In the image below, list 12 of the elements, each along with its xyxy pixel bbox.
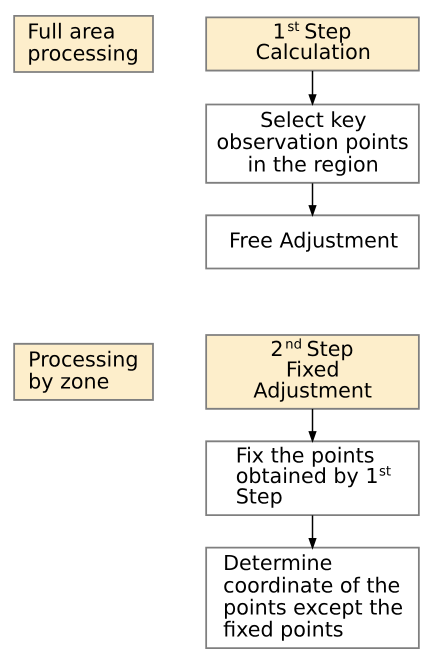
node-box: Full area processing: [13, 14, 154, 72]
node-box: 2$^{nd}$ Step Fixed Adjustment: [205, 334, 420, 410]
node-box: Processing by zone: [13, 342, 154, 400]
node-box: Select key observation points in the region: [205, 103, 420, 184]
node-box: 1$^{st}$ Step Calculation: [205, 16, 420, 71]
node-box: Free Adjustment: [205, 214, 420, 269]
arrow: [308, 182, 317, 217]
arrow: [308, 408, 317, 442]
arrow: [308, 514, 317, 550]
node-box: Determine coordinate of the points except the fixed points: [205, 546, 420, 648]
node-box: Fix the points obtained by 1$^{st}$ Step: [205, 440, 420, 516]
arrow: [308, 70, 317, 106]
